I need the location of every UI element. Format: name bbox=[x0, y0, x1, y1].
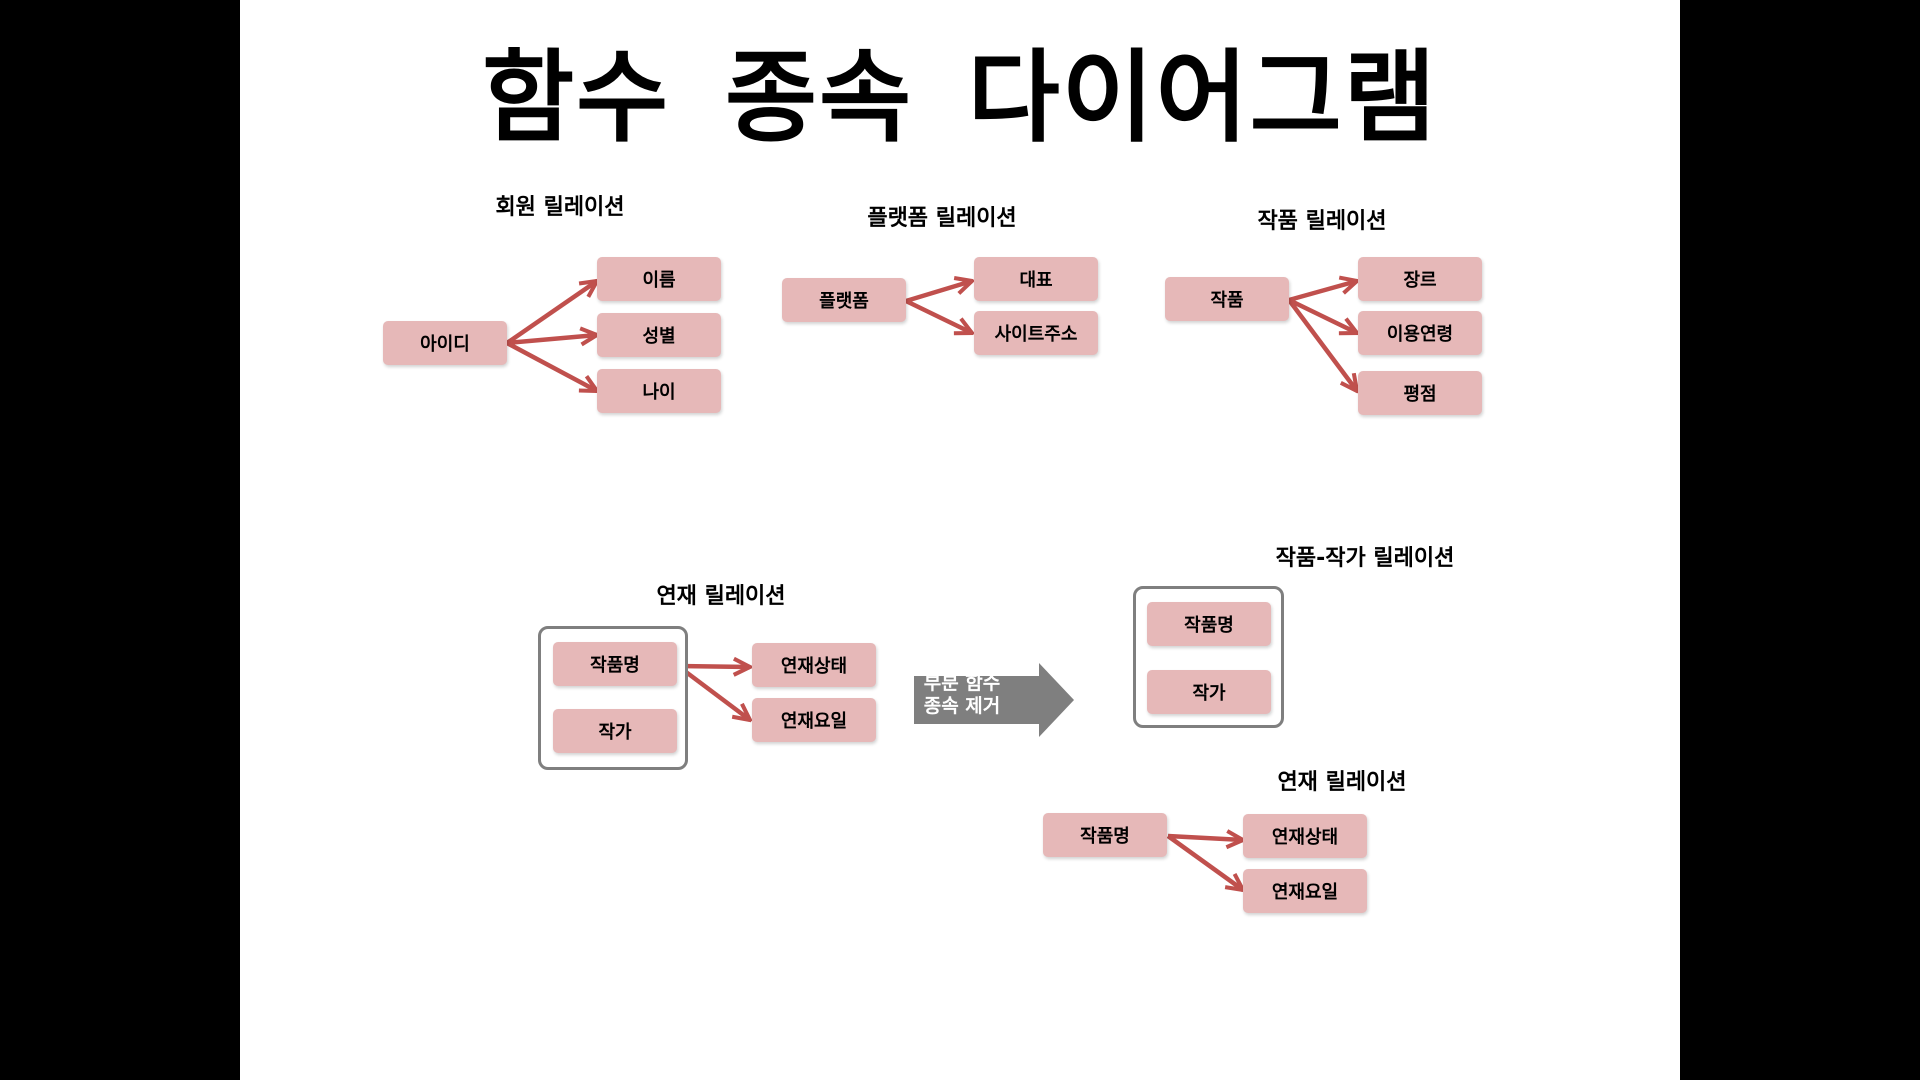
platform-key-box: 플랫폼 bbox=[782, 278, 906, 322]
work-attr-box: 평점 bbox=[1358, 371, 1482, 415]
transform-line: 종속 제거 bbox=[923, 695, 1001, 717]
arrow-work-genre bbox=[1288, 281, 1357, 303]
dependency-arrows bbox=[505, 0, 1680, 1080]
work-attr-box: 이용연령 bbox=[1358, 311, 1482, 355]
arrow-work-rating bbox=[1287, 298, 1357, 391]
serial-result-key-box: 작품명 bbox=[1043, 813, 1167, 857]
arrow-id-name bbox=[505, 281, 597, 345]
serial-result-attr-box: 연재요일 bbox=[1243, 869, 1367, 913]
serial-attr-box: 연재상태 bbox=[752, 643, 876, 687]
serial-relation-label: 연재 릴레이션 bbox=[656, 584, 786, 609]
platform-attr-box: 사이트주소 bbox=[974, 311, 1098, 355]
transform-label: 부분 함수 종속 제거 bbox=[910, 672, 1014, 718]
work-key-box: 작품 bbox=[1165, 277, 1289, 321]
serial-attr-box: 연재요일 bbox=[752, 698, 876, 742]
work-author-key-box: 작가 bbox=[1147, 670, 1271, 714]
arrow-title-status bbox=[677, 666, 750, 667]
slide: 함수 종속 다이어그램 회원 릴레이션 아이디 이름 성별 나이 플랫폼 릴레이… bbox=[240, 0, 1680, 1080]
work-attr-box: 장르 bbox=[1358, 257, 1482, 301]
platform-attr-box: 대표 bbox=[974, 257, 1098, 301]
transform-line: 부분 함수 bbox=[923, 672, 1001, 694]
arrow-id-age bbox=[505, 341, 597, 391]
work-relation-label: 작품 릴레이션 bbox=[1257, 209, 1387, 234]
member-relation-label: 회원 릴레이션 bbox=[495, 195, 625, 220]
serial-result-relation-label: 연재 릴레이션 bbox=[1277, 770, 1407, 795]
serial-key-box: 작가 bbox=[553, 709, 677, 753]
arrow-platform-ceo bbox=[905, 281, 972, 304]
arrow-work-age bbox=[1288, 297, 1357, 333]
work-author-relation-label: 작품-작가 릴레이션 bbox=[1275, 546, 1455, 571]
page-title: 함수 종속 다이어그램 bbox=[482, 39, 1438, 156]
member-attr-box: 이름 bbox=[597, 257, 721, 301]
member-attr-box: 성별 bbox=[597, 313, 721, 357]
arrow-id-gender bbox=[506, 335, 597, 343]
arrow-title-day bbox=[676, 664, 750, 720]
work-author-key-box: 작품명 bbox=[1147, 602, 1271, 646]
member-key-box: 아이디 bbox=[383, 321, 507, 365]
serial-result-attr-box: 연재상태 bbox=[1243, 814, 1367, 858]
arrow-platform-site bbox=[905, 298, 972, 333]
arrow-title2-day bbox=[1166, 834, 1243, 890]
member-attr-box: 나이 bbox=[597, 369, 721, 413]
platform-relation-label: 플랫폼 릴레이션 bbox=[867, 206, 1017, 231]
arrow-title2-status bbox=[1167, 836, 1243, 840]
serial-key-box: 작품명 bbox=[553, 642, 677, 686]
